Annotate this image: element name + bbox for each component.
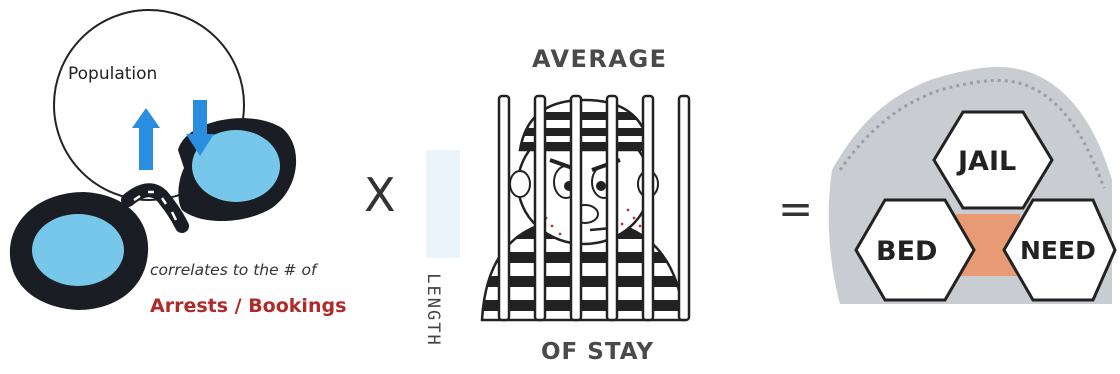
arrests-bookings-text: Arrests / Bookings	[150, 295, 346, 317]
average-label: AVERAGE	[532, 45, 668, 73]
bed-label: BED	[876, 236, 937, 267]
need-label: NEED	[1020, 236, 1096, 265]
length-vertical-label: LENGTH	[423, 270, 443, 350]
hexagon-cluster-icon	[829, 67, 1115, 304]
correlates-text: correlates to the # of	[150, 261, 316, 279]
left-cuff-inner	[32, 214, 124, 286]
faint-smudge	[426, 150, 460, 258]
jail-label: JAIL	[958, 146, 1016, 177]
multiply-sign: X	[364, 168, 396, 222]
of-stay-label: OF STAY	[541, 339, 654, 365]
population-label: Population	[68, 64, 157, 84]
equals-sign: =	[778, 184, 813, 233]
prisoner-behind-bars-icon	[426, 96, 700, 320]
